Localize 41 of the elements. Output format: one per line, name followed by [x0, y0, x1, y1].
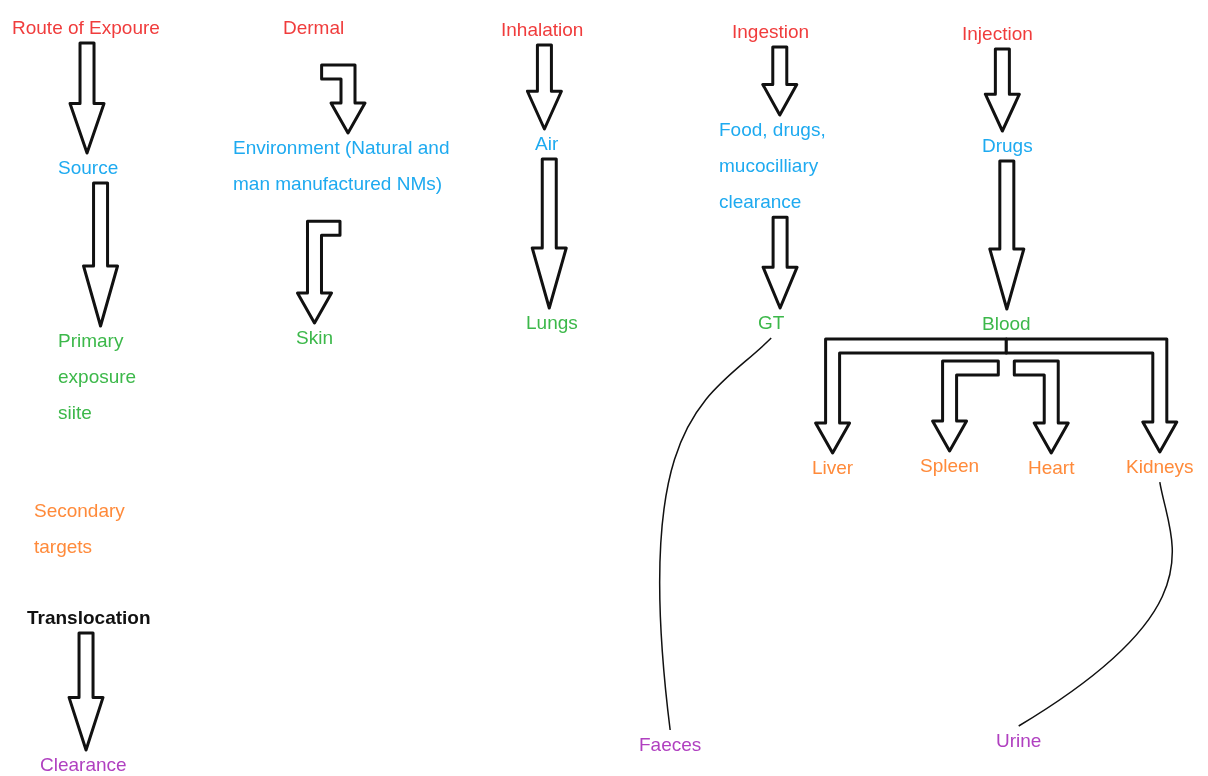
block-arrow — [320, 63, 367, 135]
node-label: Source — [58, 150, 119, 187]
node-label: Environment (Natural and man manufactured NMs) — [233, 130, 463, 203]
block-arrow — [525, 43, 563, 131]
node-label: Translocation — [27, 600, 151, 637]
node-label: Primary exposure siite — [58, 323, 168, 432]
block-arrow — [983, 47, 1021, 133]
node-label: Injection — [962, 16, 1033, 53]
node-label: Heart — [1028, 450, 1075, 487]
node-label: Liver — [812, 450, 854, 487]
node-label: Route of Expoure — [12, 10, 160, 47]
connector-line — [1017, 481, 1173, 727]
block-arrow — [530, 157, 568, 310]
block-arrow — [988, 159, 1026, 311]
block-arrow — [67, 631, 105, 752]
node-label: Drugs — [982, 128, 1033, 165]
node-label: Food, drugs, mucocilliary clearance — [719, 112, 859, 221]
block-arrow — [931, 359, 1000, 453]
connector-line — [658, 337, 772, 731]
node-label: Clearance — [40, 747, 127, 776]
block-arrow — [1012, 359, 1070, 455]
node-label: Secondary targets — [34, 493, 154, 566]
node-label: Faeces — [639, 727, 702, 764]
block-arrow — [296, 219, 342, 325]
node-label: Spleen — [920, 448, 980, 485]
node-label: Inhalation — [501, 12, 584, 49]
node-label: Skin — [296, 320, 333, 357]
node-label: Dermal — [283, 10, 345, 47]
block-arrow — [68, 41, 106, 155]
node-label: Air — [535, 126, 559, 163]
node-label: Ingestion — [732, 14, 810, 51]
node-label: Kidneys — [1126, 449, 1194, 486]
node-label: Blood — [982, 306, 1031, 343]
block-arrow — [82, 181, 120, 328]
node-label: Urine — [996, 723, 1042, 760]
block-arrow — [814, 337, 1008, 455]
block-arrow — [761, 45, 799, 117]
node-label: Lungs — [526, 305, 578, 342]
block-arrow — [761, 215, 799, 310]
block-arrow — [1004, 337, 1179, 454]
node-label: GT — [758, 305, 785, 342]
